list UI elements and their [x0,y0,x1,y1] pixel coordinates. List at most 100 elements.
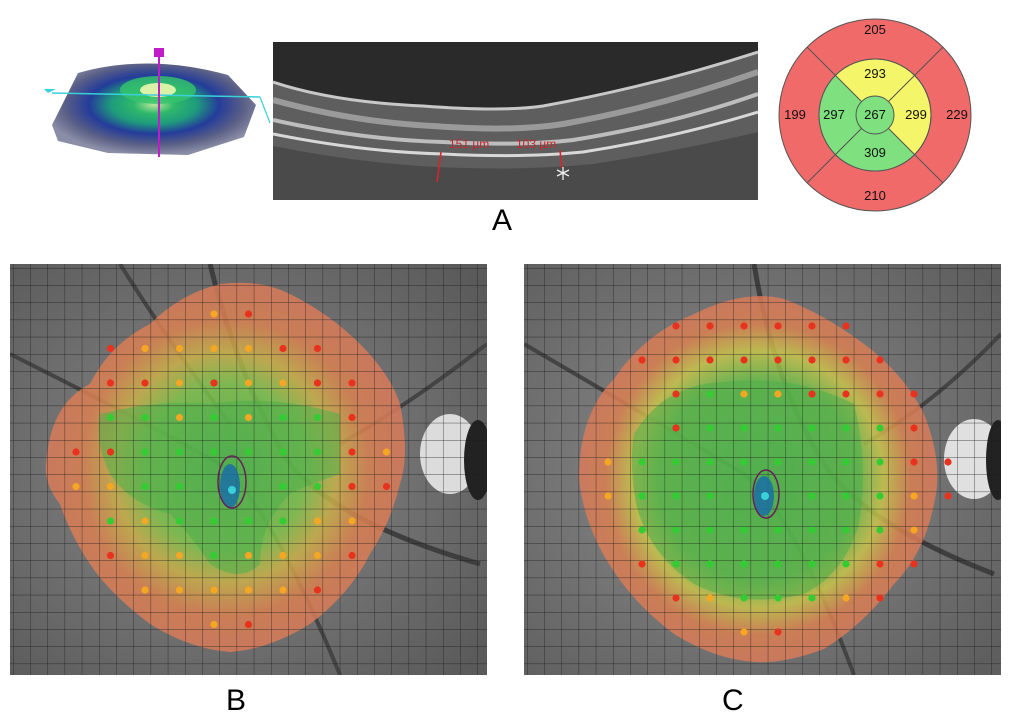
stimulus-point [244,344,253,353]
sector-inner-right: 299 [905,107,927,122]
stimulus-point [774,594,782,602]
stimulus-point [141,413,149,422]
stimulus-point [876,458,884,466]
stimulus-point [910,560,918,568]
stimulus-point [106,344,115,353]
stimulus-point [808,492,816,500]
stimulus-point [774,628,782,636]
stimulus-point [672,594,680,602]
sector-inner-left: 297 [823,107,845,122]
stimulus-point [141,517,149,525]
stimulus-point [141,586,149,594]
stimulus-point [740,628,748,636]
stimulus-point [842,356,850,364]
stimulus-point [175,517,184,525]
stimulus-point [348,379,356,387]
panel-label-b: B [226,684,247,717]
stimulus-point [313,517,322,525]
stimulus-point [774,526,782,534]
sector-outer-bottom: 210 [864,188,886,203]
sector-center: 267 [864,107,886,122]
stimulus-point [106,482,115,491]
stimulus-point [842,526,850,534]
stimulus-point [348,517,356,525]
stimulus-point [279,344,287,353]
stimulus-point [672,424,680,432]
stimulus-point [279,413,287,422]
stimulus-point [672,390,680,398]
stimulus-point [313,551,322,560]
stimulus-point [808,424,816,432]
stimulus-point [244,413,253,422]
stimulus-point [842,458,850,466]
stimulus-point [244,517,253,525]
sector-inner-top: 293 [864,66,886,81]
stimulus-point [774,458,782,466]
stimulus-point [876,594,884,602]
stimulus-point [175,344,184,353]
sector-outer-left: 199 [784,107,806,122]
stimulus-point [876,390,884,398]
stimulus-point [740,560,748,568]
stimulus-point [210,551,218,560]
stimulus-point [210,379,218,387]
stimulus-point [740,594,748,602]
stimulus-point [210,310,218,318]
stimulus-point [348,482,356,491]
stimulus-point [672,560,680,568]
stimulus-point [842,560,850,568]
stimulus-point [210,586,218,594]
stimulus-point [141,448,149,456]
stimulus-point [210,344,218,353]
stimulus-point [106,379,115,387]
stimulus-point [740,458,748,466]
stimulus-point [808,458,816,466]
stimulus-point [382,482,391,491]
stimulus-point [808,322,816,330]
sector-outer-top: 205 [864,22,886,37]
stimulus-point [808,560,816,568]
stimulus-point [842,424,850,432]
oct-bscan: 151 µm 103 µm [273,42,758,200]
stimulus-point [175,586,184,594]
stimulus-point [706,526,714,534]
stimulus-point [808,390,816,398]
stimulus-point [672,526,680,534]
stimulus-point [706,594,714,602]
stimulus-point [842,322,850,330]
stimulus-point [808,356,816,364]
stimulus-point [175,413,184,422]
stimulus-point [842,390,850,398]
stimulus-point [106,517,115,525]
stimulus-point [638,356,646,364]
stimulus-point [808,526,816,534]
stimulus-point [175,379,184,387]
stimulus-point [706,322,714,330]
stimulus-point [638,560,646,568]
microperimetry-map-c [524,264,1001,675]
stimulus-point [808,594,816,602]
stimulus-point [313,482,322,491]
stimulus-point [876,424,884,432]
stimulus-point [774,390,782,398]
stimulus-point [740,424,748,432]
stimulus-point [910,526,918,534]
stimulus-point [175,482,184,491]
stimulus-point [740,356,748,364]
stimulus-point [313,586,322,594]
stimulus-point [279,379,287,387]
stimulus-point [382,448,391,456]
stimulus-point [672,492,680,500]
stimulus-point [774,560,782,568]
stimulus-point [279,551,287,560]
stimulus-point [944,458,952,466]
stimulus-point [106,448,115,456]
stimulus-point [706,356,714,364]
stimulus-point [910,458,918,466]
stimulus-point [706,560,714,568]
stimulus-point [876,560,884,568]
stimulus-point [740,322,748,330]
stimulus-point [740,526,748,534]
stimulus-point [842,594,850,602]
microperimetry-map-b [10,264,487,675]
